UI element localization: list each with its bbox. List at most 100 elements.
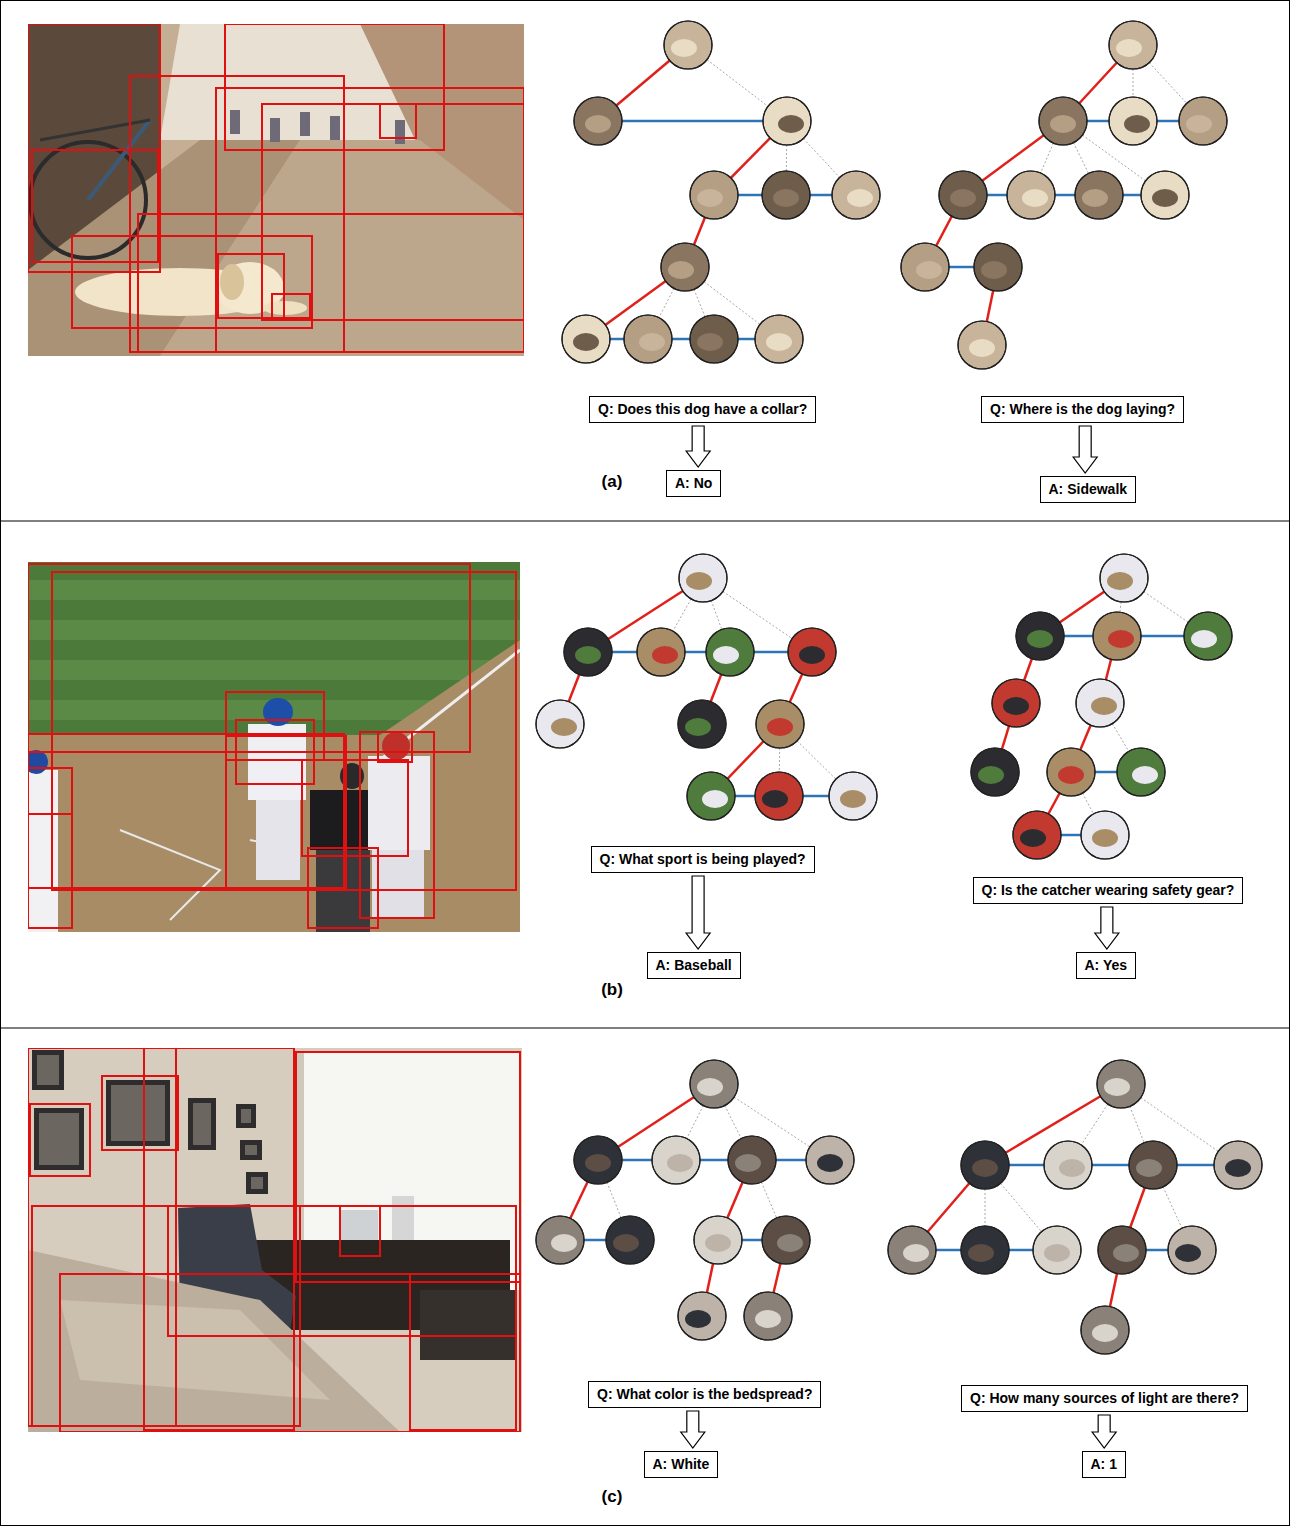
crop-outline <box>1097 1060 1145 1108</box>
crop-outline <box>690 1060 738 1108</box>
bedspread-fold <box>60 1300 330 1400</box>
crop-circle <box>755 772 803 820</box>
crop-circle <box>690 1060 738 1108</box>
panel-label: (b) <box>601 980 623 1000</box>
crop-circle <box>1097 1060 1145 1108</box>
bounding-box <box>272 294 310 318</box>
crop-outline <box>574 1136 622 1184</box>
region-crop <box>806 1136 854 1184</box>
region-crop <box>1097 1060 1145 1108</box>
crop-circle <box>1007 171 1055 219</box>
crop-circle <box>1081 811 1129 859</box>
crop-content <box>685 1310 711 1328</box>
region-crop <box>1109 97 1157 145</box>
crop-content <box>1113 1244 1139 1262</box>
crop-content <box>778 115 804 133</box>
crop-outline <box>971 748 1019 796</box>
crop-circle <box>762 1216 810 1264</box>
helmet-left <box>28 750 48 774</box>
crop-outline <box>1039 97 1087 145</box>
panel-separator <box>0 1028 1290 1029</box>
crop-circle <box>755 315 803 363</box>
crop-outline <box>806 1136 854 1184</box>
panel-label: (c) <box>602 1487 623 1507</box>
wall-picture <box>188 1098 216 1150</box>
crop-content <box>950 189 976 207</box>
crop-content <box>1108 630 1134 648</box>
crop-outline <box>694 1216 742 1264</box>
catcher-body <box>368 756 430 850</box>
crop-circle <box>679 554 727 602</box>
crop-content <box>573 333 599 351</box>
bounding-box <box>380 104 416 138</box>
crop-circle <box>1117 748 1165 796</box>
crop-content <box>755 1310 781 1328</box>
crop-content <box>575 646 601 664</box>
crop-content <box>685 718 711 736</box>
wall-picture <box>240 1140 262 1160</box>
crop-content <box>847 189 873 207</box>
crop-outline <box>961 1226 1009 1274</box>
crop-content <box>1092 1324 1118 1342</box>
crop-content <box>1107 572 1133 590</box>
region-crop <box>1109 21 1157 69</box>
crop-circle <box>788 628 836 676</box>
hollow-arrow <box>686 426 710 467</box>
region-crop <box>939 171 987 219</box>
region-crop <box>1039 97 1087 145</box>
grass-stripe <box>28 660 520 680</box>
region-crop <box>1168 1226 1216 1274</box>
crop-outline <box>901 243 949 291</box>
node-text: A: Yes <box>1085 957 1128 974</box>
crop-content <box>668 261 694 279</box>
node-text: Q: How many sources of light are there? <box>970 1390 1239 1407</box>
bounding-box <box>302 760 408 856</box>
bounding-box <box>168 1206 516 1336</box>
answer-box: A: Sidewalk <box>1040 476 1137 503</box>
dog-ear <box>220 264 244 300</box>
photo-baseball <box>28 562 520 932</box>
crop-content <box>1020 829 1046 847</box>
crop-circle <box>664 21 712 69</box>
printer <box>420 1290 516 1360</box>
picture-inner <box>251 1177 263 1189</box>
blurred-person <box>230 110 240 134</box>
region-crop <box>562 315 610 363</box>
crop-content <box>1191 630 1217 648</box>
crop-circle <box>958 321 1006 369</box>
node-text: Q: What color is the bedspread? <box>597 1386 812 1403</box>
node-text: Q: Where is the dog laying? <box>990 401 1175 418</box>
region-tree <box>888 1060 1262 1354</box>
bounding-box <box>378 732 412 762</box>
bounding-box <box>296 1052 520 1282</box>
region-crop <box>762 1216 810 1264</box>
crop-circle <box>574 97 622 145</box>
bounding-box <box>28 814 72 928</box>
region-crop <box>1075 171 1123 219</box>
region-crop <box>574 1136 622 1184</box>
crop-content <box>972 1159 998 1177</box>
crop-circle <box>829 772 877 820</box>
crop-content <box>767 718 793 736</box>
crop-outline <box>1016 612 1064 660</box>
infield-dirt <box>28 640 520 932</box>
crop-content <box>697 333 723 351</box>
crop-content <box>652 646 678 664</box>
bounding-box <box>218 254 284 318</box>
crop-content <box>735 1154 761 1172</box>
crop-content <box>686 572 712 590</box>
crop-content <box>1027 630 1053 648</box>
crop-circle <box>974 243 1022 291</box>
crop-circle <box>756 700 804 748</box>
batter-legs <box>256 800 300 880</box>
crop-outline <box>1098 1226 1146 1274</box>
hollow-arrow <box>1092 1415 1116 1448</box>
wall-picture <box>236 1104 256 1128</box>
sibling-link <box>598 120 787 123</box>
crop-content <box>1225 1159 1251 1177</box>
bike-frame <box>40 120 150 140</box>
node-text: Q: Does this dog have a collar? <box>598 401 807 418</box>
bounding-box <box>138 214 524 352</box>
crop-outline <box>1044 1141 1092 1189</box>
crop-content <box>916 261 942 279</box>
